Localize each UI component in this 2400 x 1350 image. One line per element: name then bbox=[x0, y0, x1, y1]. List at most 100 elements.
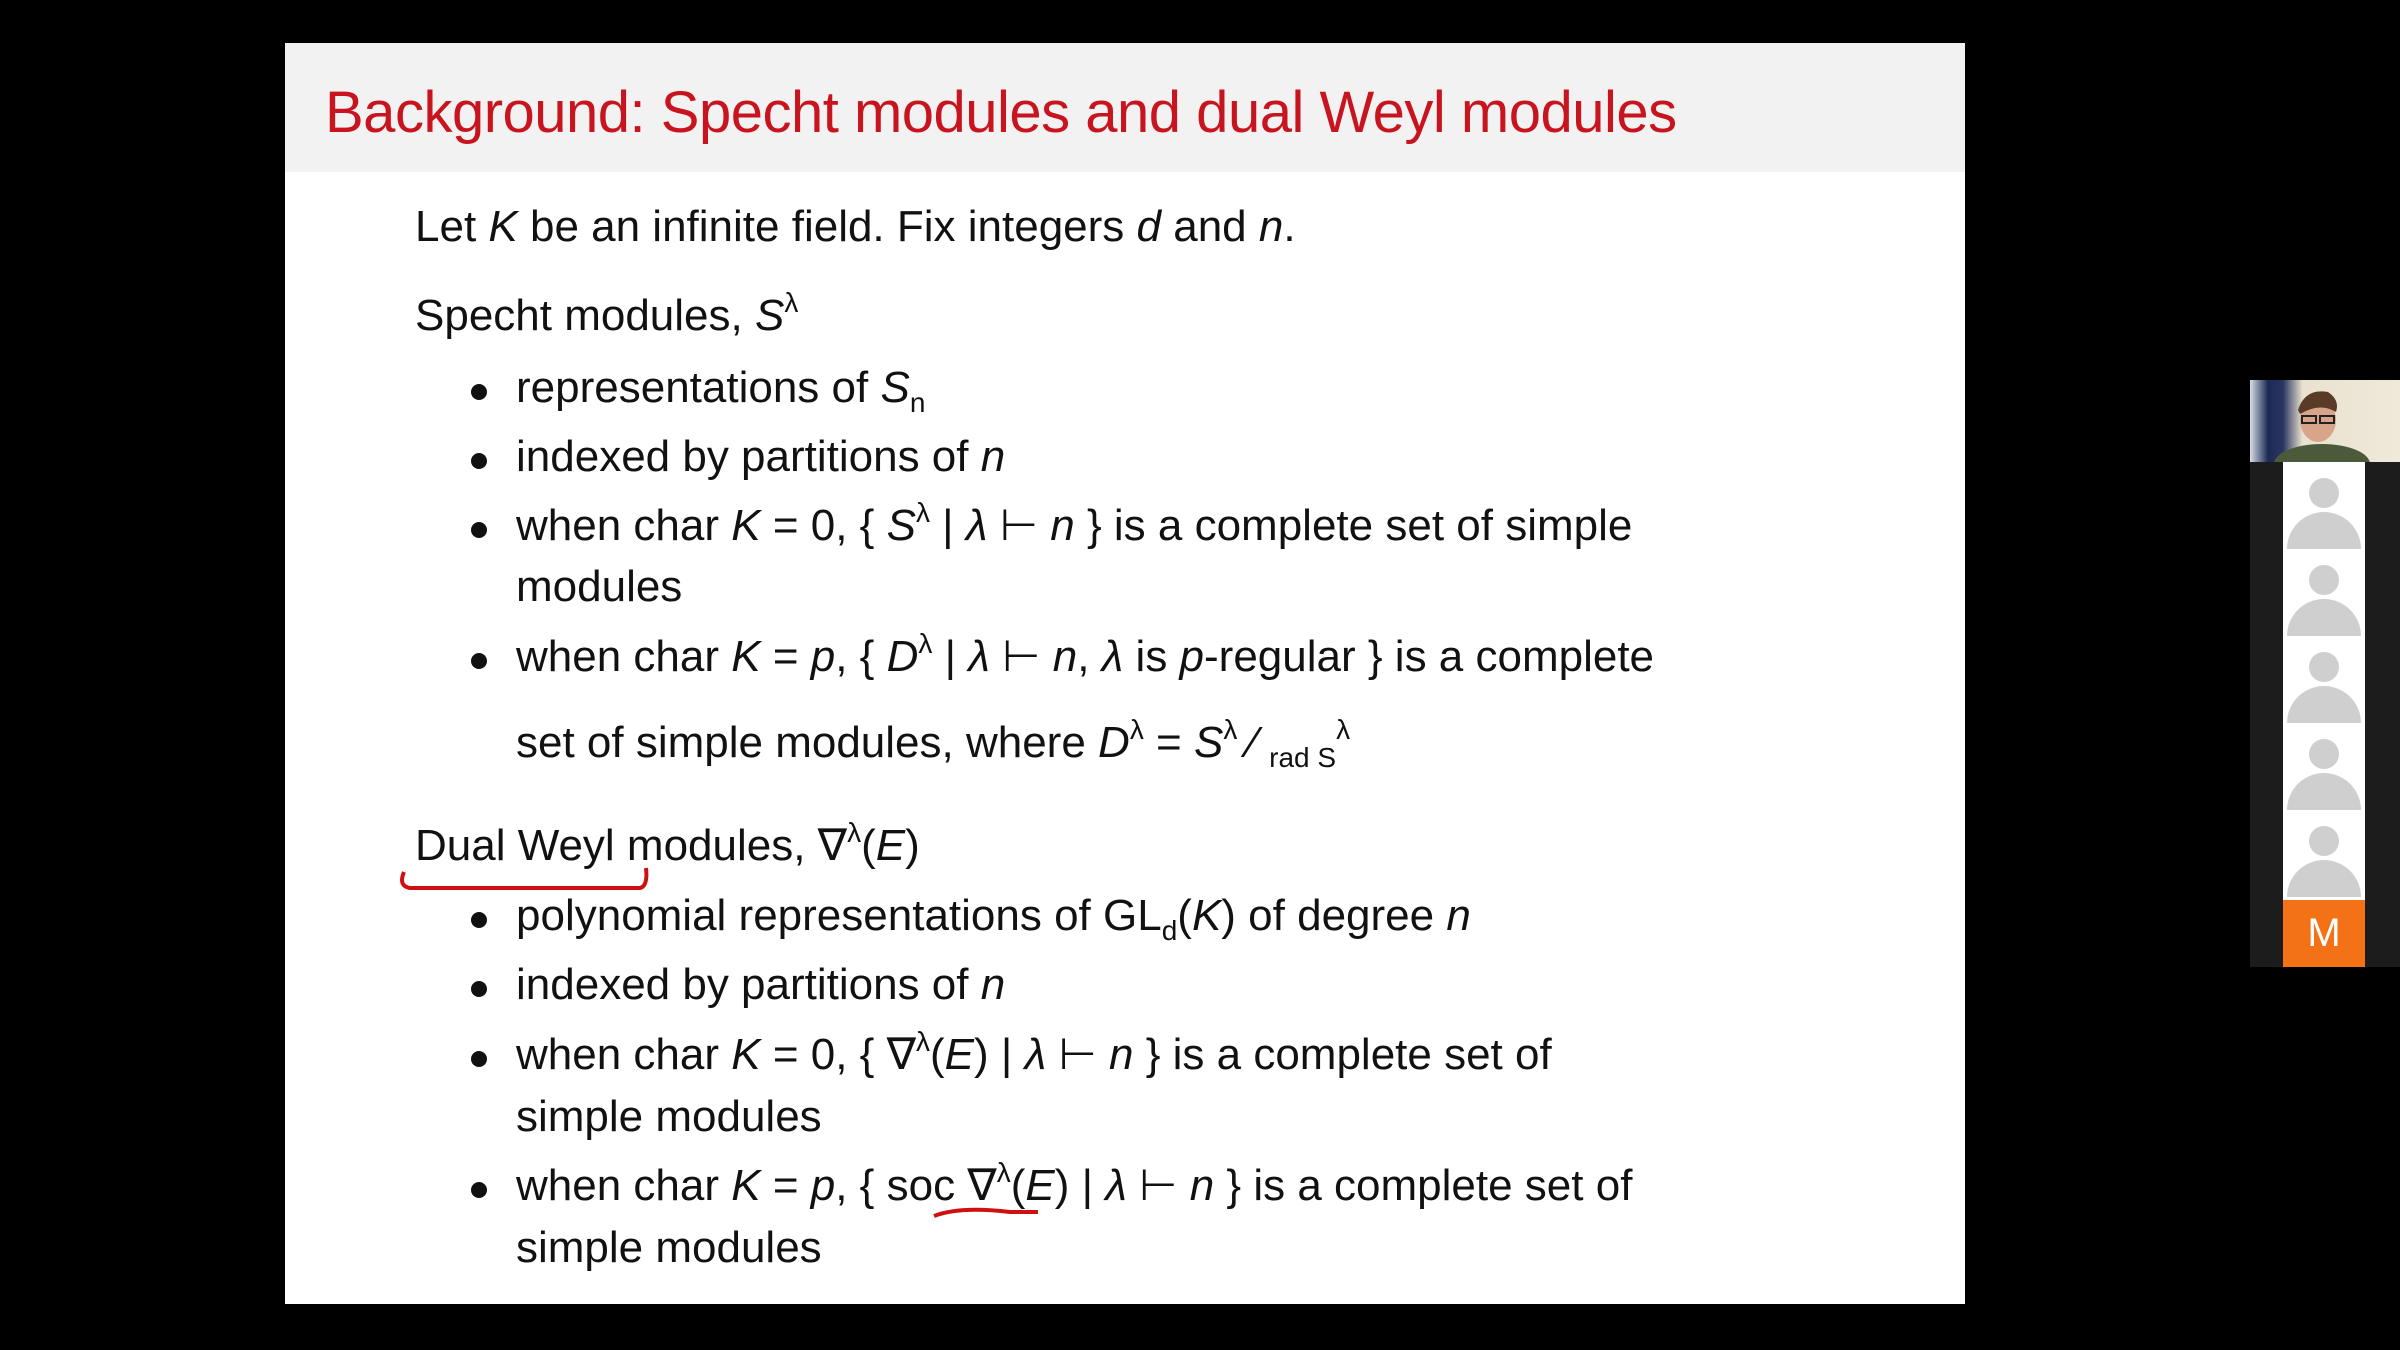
math-i: λ bbox=[1024, 1030, 1047, 1079]
math-i: λ bbox=[1101, 632, 1124, 681]
participant-avatar[interactable] bbox=[2283, 723, 2365, 810]
text: when char bbox=[516, 1030, 732, 1079]
text: Dual Weyl modules, ∇ bbox=[415, 821, 848, 870]
person-icon bbox=[2309, 826, 2339, 856]
math-i: S bbox=[886, 501, 916, 550]
text: , { bbox=[835, 632, 887, 681]
text: ⊢ bbox=[1126, 1161, 1190, 1210]
math-i: n bbox=[980, 432, 1006, 481]
text: } is a complete set of simple bbox=[1074, 501, 1633, 550]
bullet-item: indexed by partitions of n bbox=[516, 963, 1005, 1007]
math-i: K bbox=[731, 1161, 761, 1210]
participant-avatar[interactable] bbox=[2283, 549, 2365, 636]
math-sup: λ bbox=[1129, 714, 1144, 745]
math-i: λ bbox=[965, 501, 988, 550]
math-i: D bbox=[886, 632, 919, 681]
person-icon bbox=[2309, 478, 2339, 508]
text: ) | bbox=[974, 1030, 1025, 1079]
text: simple modules bbox=[516, 1223, 822, 1272]
bullet-item: representations of Sn bbox=[516, 363, 925, 417]
bullet-dot bbox=[471, 1182, 487, 1198]
person-icon bbox=[2309, 565, 2339, 595]
math-i: K bbox=[488, 202, 518, 251]
math-i: S bbox=[1193, 718, 1224, 767]
text: polynomial representations of GL bbox=[516, 891, 1162, 940]
text: Let bbox=[415, 202, 489, 251]
person-icon-body bbox=[2287, 512, 2361, 549]
text: = 0, { ∇ bbox=[760, 1030, 917, 1079]
text: , { soc ∇ bbox=[835, 1161, 997, 1210]
bullet-dot bbox=[471, 384, 487, 400]
math-i: n bbox=[1446, 891, 1471, 940]
text: ⊢ bbox=[989, 632, 1053, 681]
text: modules bbox=[516, 562, 683, 611]
text: } is a complete set of bbox=[1133, 1030, 1552, 1079]
bullet-item-continuation: set of simple modules, where Dλ = Sλ ⁄ r… bbox=[516, 716, 1350, 772]
math-i: S bbox=[754, 291, 785, 340]
text: ) of degree bbox=[1221, 891, 1447, 940]
math-i: D bbox=[1098, 718, 1130, 767]
text: ⊢ bbox=[987, 501, 1051, 550]
speaker-video-thumbnail[interactable] bbox=[2250, 380, 2400, 462]
person-icon-body bbox=[2287, 860, 2361, 897]
text: is bbox=[1123, 632, 1180, 681]
text: = 0, { bbox=[760, 501, 887, 550]
bullet-dot bbox=[471, 912, 487, 928]
math-i: E bbox=[944, 1030, 975, 1079]
text: ( bbox=[1010, 1161, 1026, 1210]
person-icon-body bbox=[2287, 599, 2361, 636]
bullet-item: when char K = 0, { Sλ | λ ⊢ n } is a com… bbox=[516, 499, 1633, 550]
bullet-item: when char K = p, { soc ∇λ(E) | λ ⊢ n } i… bbox=[516, 1159, 1632, 1210]
participant-avatar[interactable] bbox=[2283, 636, 2365, 723]
math-i: p bbox=[1179, 632, 1205, 681]
bullet-item-continuation: simple modules bbox=[516, 1226, 822, 1270]
participant-avatar[interactable] bbox=[2283, 810, 2365, 900]
math-sup: λ bbox=[847, 817, 862, 848]
math-i: λ bbox=[968, 632, 990, 681]
math-i: E bbox=[875, 821, 906, 870]
math-i: λ bbox=[1105, 1161, 1127, 1210]
math-sup: λ bbox=[918, 628, 933, 659]
person-icon-body bbox=[2287, 773, 2361, 810]
slide-title-bar: Background: Specht modules and dual Weyl… bbox=[285, 43, 1965, 172]
math-i: n bbox=[1109, 1030, 1134, 1079]
math-i: S bbox=[880, 363, 910, 412]
video-participants-panel: M bbox=[2250, 380, 2400, 967]
text: Specht modules, bbox=[415, 291, 755, 340]
text: and bbox=[1161, 202, 1259, 251]
math-i: n bbox=[1189, 1161, 1215, 1210]
text: . bbox=[1283, 202, 1296, 251]
text: = bbox=[1143, 718, 1194, 767]
math-sup: λ bbox=[784, 287, 799, 318]
math-i: d bbox=[1136, 202, 1162, 251]
bullet-item-continuation: modules bbox=[516, 565, 682, 609]
math-sup: λ bbox=[916, 1026, 931, 1057]
text: when char bbox=[516, 1161, 732, 1210]
math-i: K bbox=[731, 1030, 761, 1079]
math-sup: λ bbox=[1336, 714, 1351, 745]
text: = bbox=[760, 632, 811, 681]
bullet-item: when char K = 0, { ∇λ(E) | λ ⊢ n } is a … bbox=[516, 1028, 1552, 1079]
text: ⁄ bbox=[1237, 718, 1270, 767]
text: when char bbox=[516, 501, 732, 550]
text: simple modules bbox=[516, 1092, 822, 1141]
participant-avatar[interactable] bbox=[2283, 462, 2365, 549]
bullet-dot bbox=[471, 453, 487, 469]
text: -regular } is a complete bbox=[1204, 632, 1655, 681]
text: , bbox=[1077, 632, 1102, 681]
text: ( bbox=[861, 821, 876, 870]
text: ) bbox=[905, 821, 920, 870]
slide-title: Background: Specht modules and dual Weyl… bbox=[325, 80, 1677, 145]
text: | bbox=[932, 632, 969, 681]
paragraph-line: Let K be an infinite field. Fix integers… bbox=[415, 205, 1296, 249]
person-icon bbox=[2309, 652, 2339, 682]
participant-initial-avatar[interactable]: M bbox=[2283, 900, 2365, 967]
bullet-item-continuation: simple modules bbox=[516, 1095, 822, 1139]
bullet-dot bbox=[471, 1051, 487, 1067]
math-sup: λ bbox=[1223, 714, 1238, 745]
text: indexed by partitions of bbox=[516, 432, 981, 481]
math-i: n bbox=[1052, 632, 1078, 681]
bullet-item: when char K = p, { Dλ | λ ⊢ n, λ is p-re… bbox=[516, 630, 1655, 681]
math-sup: λ bbox=[996, 1157, 1011, 1188]
text: be an infinite field. Fix integers bbox=[517, 202, 1137, 251]
